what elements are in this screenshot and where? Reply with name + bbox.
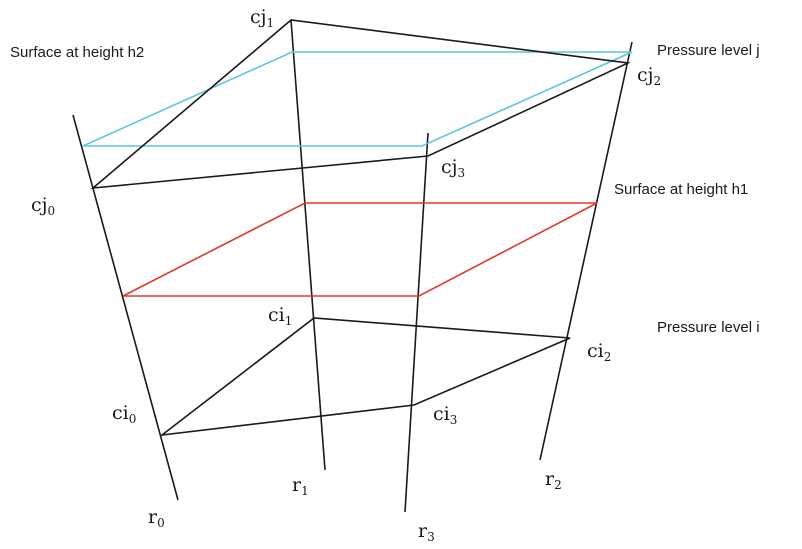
label-ci0: ci0 (112, 402, 137, 426)
label-ci1: ci1 (268, 304, 293, 328)
label-cj2: cj2 (637, 64, 662, 88)
surface-h1-plane (122, 202, 598, 297)
label-pressure-level-i: Pressure level i (657, 319, 760, 336)
column-r0 (72, 114, 179, 501)
surface-h2-plane (82, 51, 633, 147)
label-surface-h2: Surface at height h2 (10, 44, 145, 61)
pressure-level-i-plane (159, 317, 571, 437)
label-ci2: ci2 (587, 340, 612, 364)
label-r3: r3 (418, 520, 435, 544)
label-r0: r0 (148, 506, 165, 530)
column-r1 (290, 19, 326, 471)
label-surface-h1: Surface at height h1 (614, 181, 749, 198)
label-pressure-level-j: Pressure level j (657, 42, 760, 59)
column-r3 (404, 132, 429, 513)
column-r2 (539, 41, 633, 461)
label-r1: r1 (292, 474, 309, 498)
label-cj0: cj0 (31, 194, 56, 218)
label-ci3: ci3 (433, 403, 458, 427)
label-cj1: cj1 (250, 6, 275, 30)
pressure-level-j-plane (90, 19, 631, 190)
label-cj3: cj3 (441, 156, 466, 180)
label-r2: r2 (545, 468, 562, 492)
